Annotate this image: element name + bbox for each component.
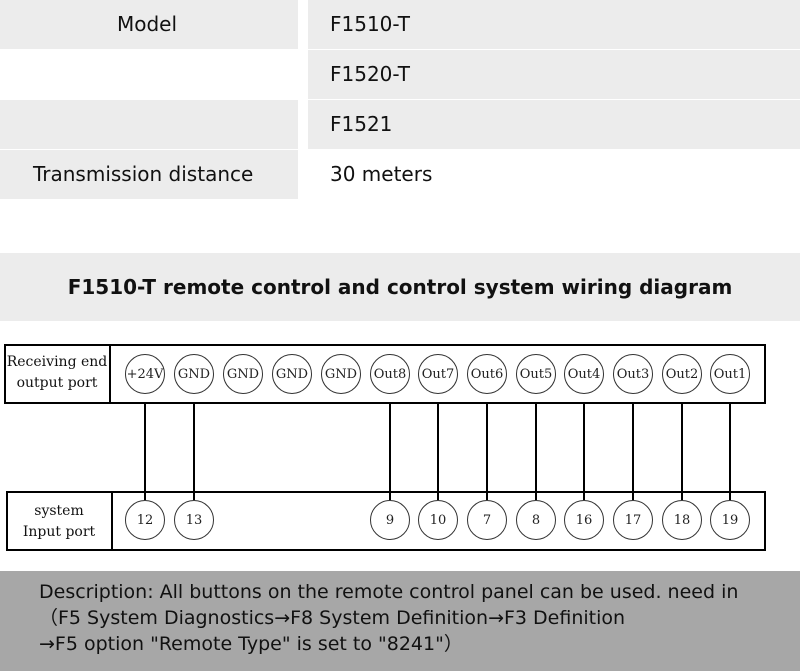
receiving-pin: Out7: [418, 354, 458, 394]
spec-value: F1520-T: [308, 50, 800, 99]
connection-wire: [729, 404, 731, 500]
spec-label: Transmission distance: [0, 150, 298, 199]
receiving-label-line2: output port: [16, 375, 98, 391]
receiving-port-label: Receiving end output port: [5, 352, 109, 394]
receiving-pin: GND: [223, 354, 263, 394]
spec-label: [0, 50, 298, 99]
system-divider: [111, 491, 113, 551]
spec-row: F1521: [0, 100, 800, 149]
description-line-3: →F5 option "Remote Type" is set to "8241…: [39, 633, 463, 655]
system-pin: 8: [516, 500, 556, 540]
system-pin: 16: [564, 500, 604, 540]
receiving-pin: GND: [272, 354, 312, 394]
description-text: Description: All buttons on the remote c…: [39, 579, 789, 657]
description-line-2: （F5 System Diagnostics→F8 System Definit…: [39, 607, 626, 629]
connection-wire: [535, 404, 537, 500]
receiving-pin: Out4: [564, 354, 604, 394]
connection-wire: [583, 404, 585, 500]
spec-row-transmission: Transmission distance 30 meters: [0, 150, 800, 199]
spec-value: 30 meters: [330, 162, 433, 186]
connection-wire: [437, 404, 439, 500]
system-label-line2: Input port: [22, 524, 96, 540]
system-pin: 7: [467, 500, 507, 540]
system-pin: 10: [418, 500, 458, 540]
spec-row-model: Model F1510-T: [0, 0, 800, 49]
spec-label: Model: [0, 0, 298, 49]
receiving-pin: Out2: [662, 354, 702, 394]
system-pin: 18: [662, 500, 702, 540]
connection-wire: [681, 404, 683, 500]
system-label-line1: system: [34, 503, 84, 519]
receiving-pin: GND: [174, 354, 214, 394]
connection-wire: [389, 404, 391, 500]
receiving-pin: Out5: [516, 354, 556, 394]
receiving-pin: +24V: [125, 354, 165, 394]
receiving-pin: Out8: [370, 354, 410, 394]
connection-wire: [144, 404, 146, 500]
description-band: Description: All buttons on the remote c…: [0, 571, 800, 671]
spec-label: [0, 100, 298, 149]
receiving-pin: Out6: [467, 354, 507, 394]
system-pin: 19: [710, 500, 750, 540]
receiving-pin: Out3: [613, 354, 653, 394]
receiving-label-line1: Receiving end: [6, 354, 108, 370]
system-pin: 9: [370, 500, 410, 540]
system-pin: 17: [613, 500, 653, 540]
receiving-divider: [109, 344, 111, 404]
connection-wire: [193, 404, 195, 500]
receiving-pin: Out1: [710, 354, 750, 394]
spec-row: F1520-T: [0, 50, 800, 99]
diagram-title: F1510-T remote control and control syste…: [0, 253, 800, 321]
spec-value: F1510-T: [308, 0, 800, 49]
system-port-label: system Input port: [7, 501, 111, 543]
connection-wire: [632, 404, 634, 500]
system-pin: 13: [174, 500, 214, 540]
connection-wire: [486, 404, 488, 500]
spec-value: F1521: [308, 100, 800, 149]
receiving-pin: GND: [321, 354, 361, 394]
description-line-1: Description: All buttons on the remote c…: [39, 581, 739, 603]
system-pin: 12: [125, 500, 165, 540]
